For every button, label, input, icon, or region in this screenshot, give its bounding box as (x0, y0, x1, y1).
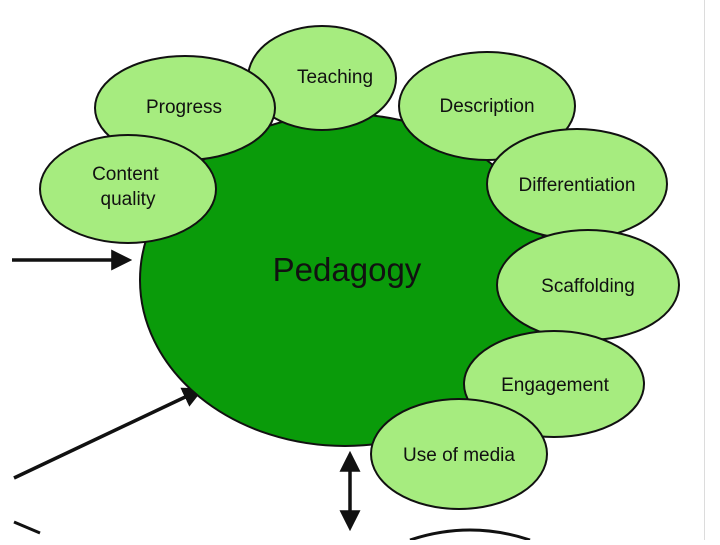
petal-differentiation: Differentiation (486, 128, 668, 240)
petal-label-engagement: Engagement (501, 375, 609, 396)
petal-label-progress: Progress (146, 97, 222, 118)
petal-content-quality: Content quality (39, 134, 217, 244)
pedagogy-label: Pedagogy (273, 251, 422, 288)
slide-right-edge (704, 0, 720, 540)
petal-description: Description (398, 51, 576, 161)
petal-label-use-of-media: Use of media (403, 445, 515, 466)
petal-label-teaching: Teaching (297, 67, 373, 88)
petal-label-scaffolding: Scaffolding (541, 276, 635, 297)
petal-label-content-line2: quality (101, 189, 156, 210)
lower-left-connector-stub (13, 520, 41, 535)
incoming-arrow-lower-left (13, 387, 204, 480)
petal-label-content-line1: Content (92, 164, 159, 185)
petal-use-of-media: Use of media (370, 398, 548, 510)
petal-teaching: Teaching (247, 25, 397, 131)
petal-label-description: Description (439, 96, 534, 117)
lower-shape-edge (409, 528, 531, 542)
petal-label-differentiation: Differentiation (519, 175, 636, 196)
petal-label-content-quality: Content quality (92, 164, 164, 210)
petal-scaffolding: Scaffolding (496, 229, 680, 341)
